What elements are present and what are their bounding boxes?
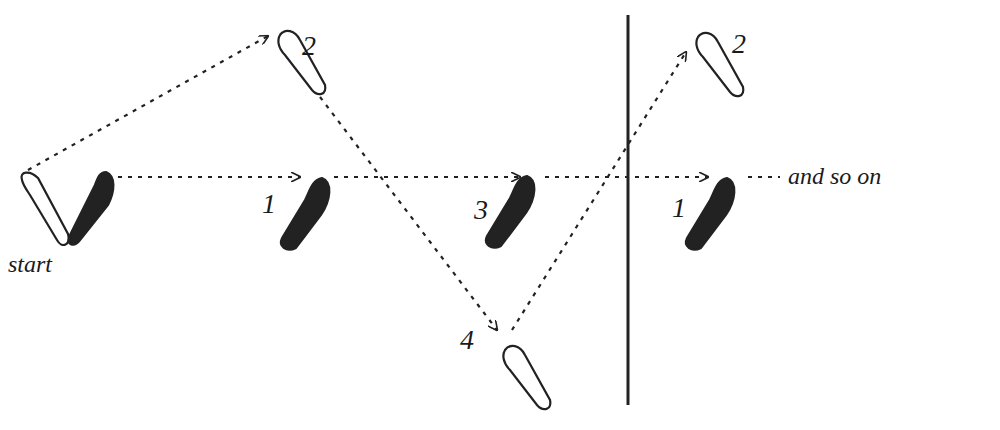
callout-number: 2	[732, 30, 746, 58]
dark-shape	[69, 172, 114, 245]
callout-number: 3	[474, 196, 488, 224]
start-label: start	[8, 252, 52, 276]
dark-shape	[486, 176, 534, 248]
dark-shape	[686, 178, 734, 250]
movement-path	[28, 36, 780, 330]
light-shape	[503, 346, 550, 409]
note-text: and so on	[788, 164, 881, 188]
light-shape	[278, 31, 325, 94]
dark-shape	[281, 178, 329, 250]
callout-number: 1	[262, 190, 276, 218]
callout-number: 2	[302, 32, 316, 60]
light-shape	[21, 173, 68, 245]
callout-number: 4	[460, 326, 474, 354]
callout-number: 1	[672, 194, 686, 222]
divider-line	[627, 15, 630, 405]
